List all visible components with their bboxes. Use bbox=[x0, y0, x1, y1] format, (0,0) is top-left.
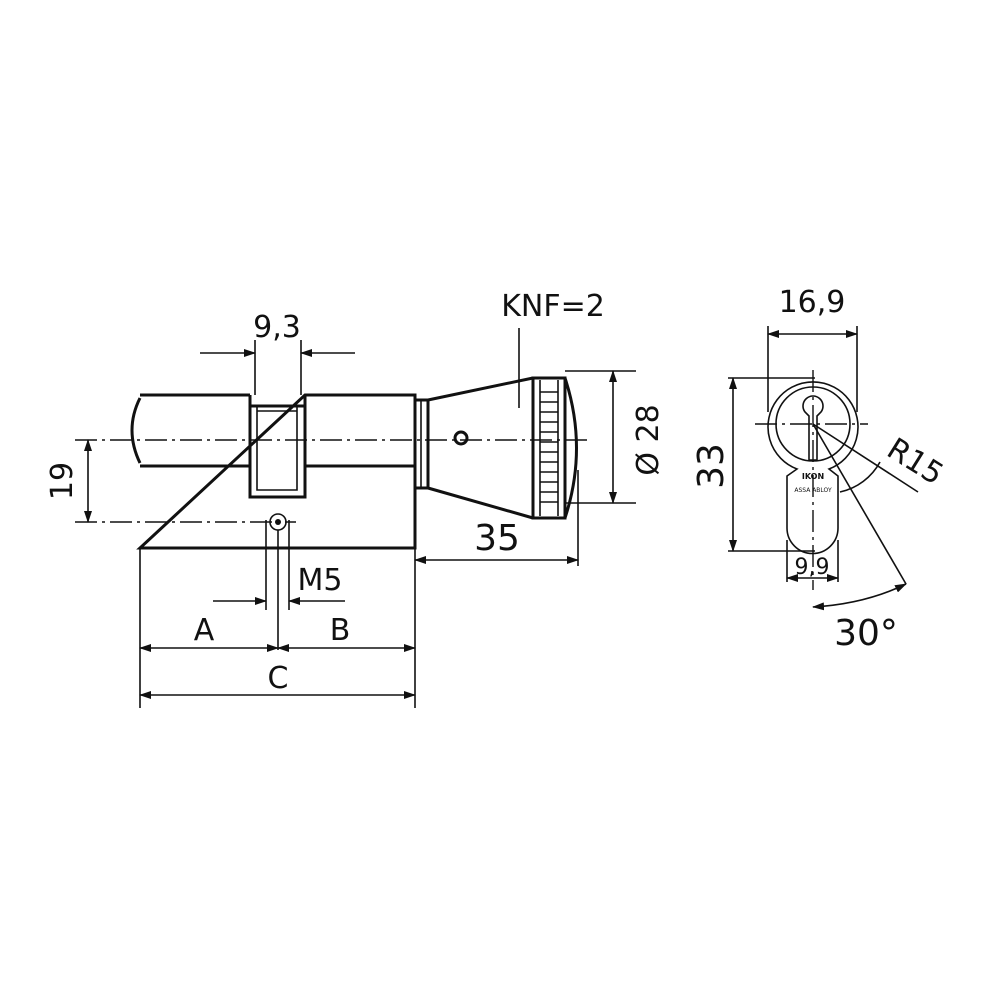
dim-b: B bbox=[330, 613, 351, 648]
dim-axis-offset: 19 bbox=[45, 462, 80, 500]
dim-height: 33 bbox=[691, 443, 732, 489]
cylinder-dome-end bbox=[130, 397, 142, 464]
knob-label: KNF=2 bbox=[501, 289, 605, 324]
cylinder-body bbox=[136, 393, 417, 550]
logo-brand: IKON bbox=[802, 472, 824, 481]
keyway bbox=[802, 395, 824, 461]
dim-cam-width: 9,3 bbox=[253, 310, 301, 345]
radius-arc bbox=[839, 461, 881, 493]
dim-tongue: 9,9 bbox=[795, 555, 830, 580]
front-dimensions: 9,3 KNF=2 Ø 28 35 19 M5 A B C bbox=[45, 289, 666, 708]
dim-screw: M5 bbox=[298, 563, 343, 598]
dim-angle: 30° bbox=[834, 613, 898, 654]
cylinder-side-view: IKON ASSA ABLOY 16,9 33 R15 9,9 30° bbox=[691, 285, 949, 654]
knob-cap bbox=[563, 377, 578, 519]
angle-arc bbox=[812, 583, 907, 611]
knob-cone bbox=[427, 376, 534, 520]
knob-grip bbox=[531, 376, 567, 520]
profile-outline bbox=[767, 381, 859, 555]
cam-slot bbox=[248, 395, 307, 499]
cylinder-front-view bbox=[75, 376, 592, 550]
dim-knob-length: 35 bbox=[474, 518, 520, 559]
dim-a: A bbox=[194, 613, 215, 648]
dim-knob-diameter: Ø 28 bbox=[631, 404, 666, 475]
logo-sub: ASSA ABLOY bbox=[794, 487, 832, 494]
knob-hole bbox=[453, 430, 469, 446]
dim-width: 16,9 bbox=[779, 285, 846, 320]
dim-radius: R15 bbox=[881, 431, 950, 492]
dim-c: C bbox=[268, 661, 289, 696]
